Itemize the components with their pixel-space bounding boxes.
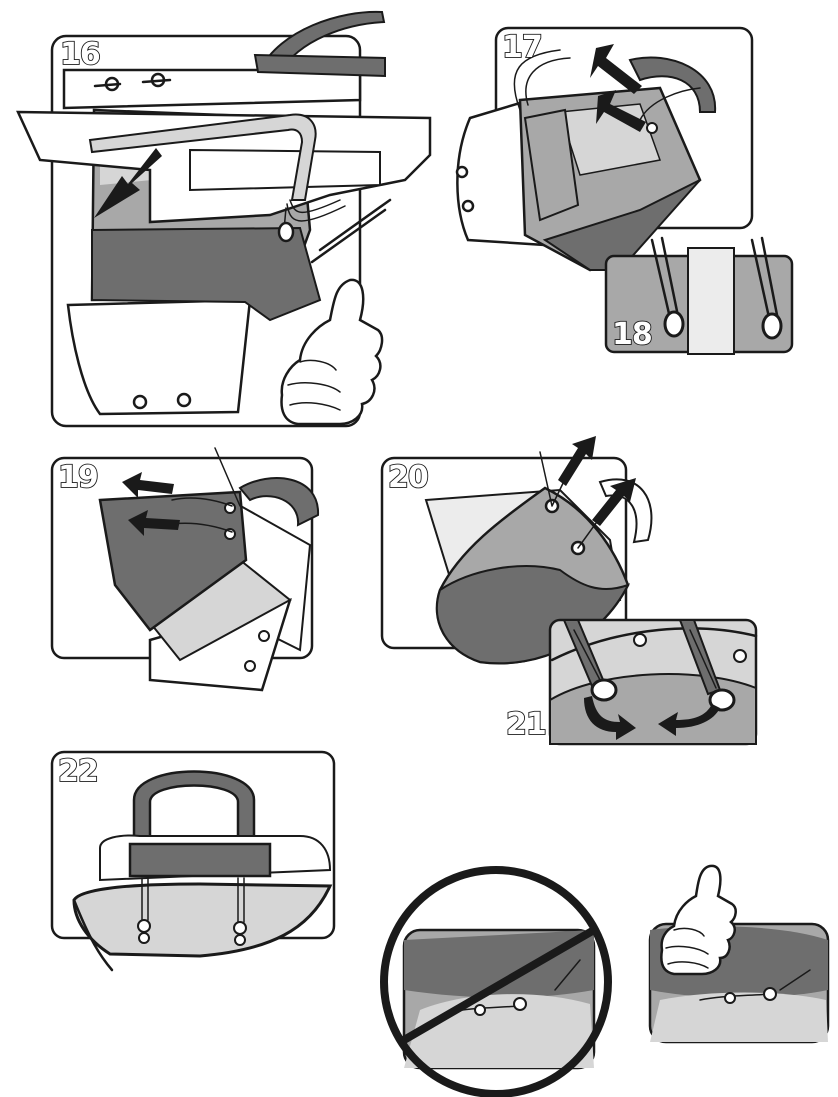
- step-19-panel: 19: [52, 448, 318, 690]
- incorrect-example: [384, 870, 608, 1094]
- grommet-icon: [592, 680, 616, 700]
- step-number: 19: [58, 460, 98, 495]
- step-17-panel: 17: [457, 28, 752, 270]
- step-number: 22: [58, 754, 98, 789]
- step-18-panel: 18: [606, 238, 792, 354]
- thumbs-up-icon: [661, 866, 735, 974]
- correct-example: [650, 866, 828, 1042]
- grommet-icon: [763, 314, 781, 338]
- step-number: 17: [502, 30, 542, 65]
- step-22-panel: 22: [52, 752, 334, 970]
- step-number: 18: [612, 317, 652, 352]
- step-number: 16: [60, 37, 100, 72]
- step-number: 21: [506, 707, 546, 742]
- grommet-icon: [665, 312, 683, 336]
- step-number: 20: [388, 460, 428, 495]
- step-16-panel: 16: [18, 12, 430, 426]
